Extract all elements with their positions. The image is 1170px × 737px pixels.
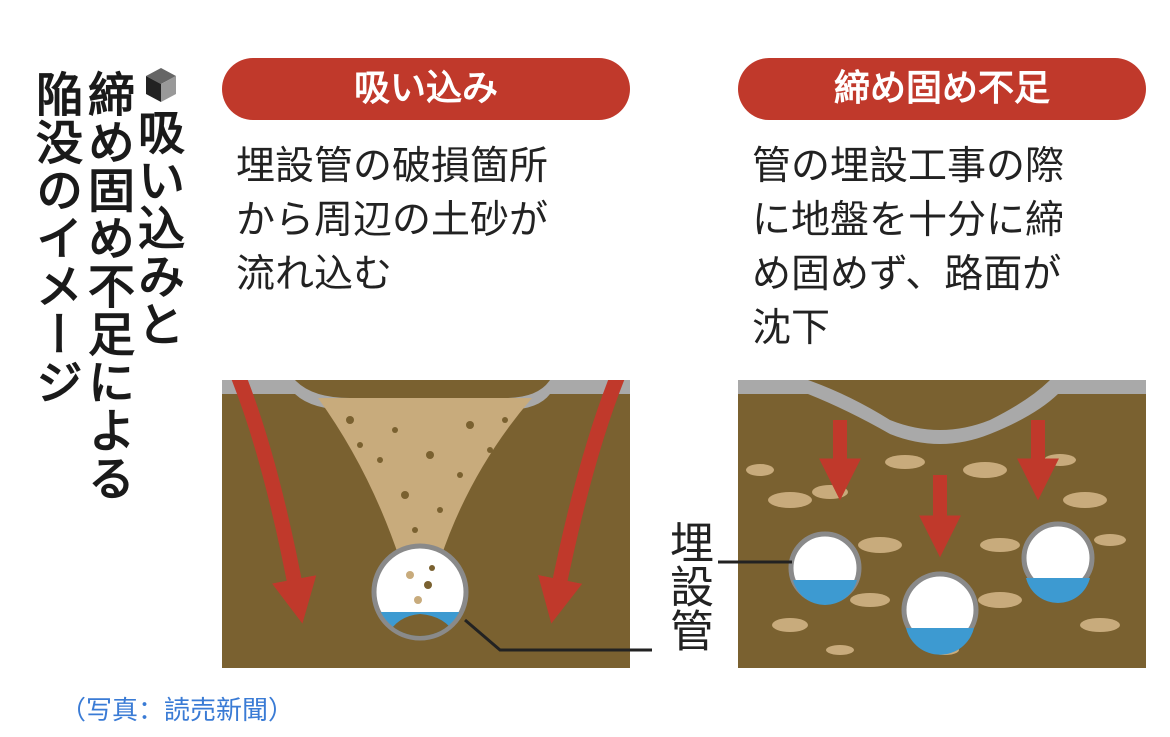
title-line-3: 陥没のイメージ: [27, 70, 82, 406]
description-line: め固めず、路面が: [752, 252, 1062, 297]
loose-soil-clumps: [746, 454, 1126, 655]
heading-suction: 吸い込み: [222, 58, 630, 120]
sand-particles: [346, 416, 508, 533]
soil-layer: [222, 380, 630, 668]
flow-arrow-right: [538, 380, 625, 624]
pipe-label: 埋設管: [662, 520, 713, 652]
pipe-right-1: [788, 531, 862, 605]
suction-diagram: [222, 380, 630, 668]
pipe-right-3: [901, 571, 979, 655]
cube-icon: [144, 66, 178, 104]
pipe-left: [371, 543, 469, 641]
soil-layer: [738, 380, 1146, 668]
title-line-2: 締め固め不足による: [79, 70, 134, 502]
description-suction: 埋設管の破損箇所 から周辺の土砂が 流れ込む: [236, 140, 548, 302]
description-line: 沈下: [752, 306, 831, 351]
pipe-right-2: [1021, 521, 1095, 603]
description-compaction: 管の埋設工事の際 に地盤を十分に締 め固めず、路面が 沈下: [752, 140, 1064, 356]
description-line: に地盤を十分に締: [752, 198, 1065, 243]
flow-arrow-left: [231, 380, 317, 624]
description-line: 埋設管の破損箇所: [236, 144, 549, 189]
compaction-diagram: [738, 380, 1146, 668]
sand-funnel: [318, 398, 532, 560]
title-line-1: 吸い込みと: [129, 108, 184, 348]
heading-insufficient-compaction: 締め固め不足: [738, 58, 1146, 120]
description-line: 流れ込む: [236, 252, 393, 297]
pipe-label-leader-left: [464, 618, 652, 652]
description-line: から周辺の土砂が: [236, 198, 549, 243]
sunken-road-surface: [738, 380, 1146, 444]
photo-credit: （写真：読売新聞）: [60, 696, 295, 726]
description-line: 管の埋設工事の際: [752, 144, 1065, 189]
road-surface: [222, 380, 630, 410]
